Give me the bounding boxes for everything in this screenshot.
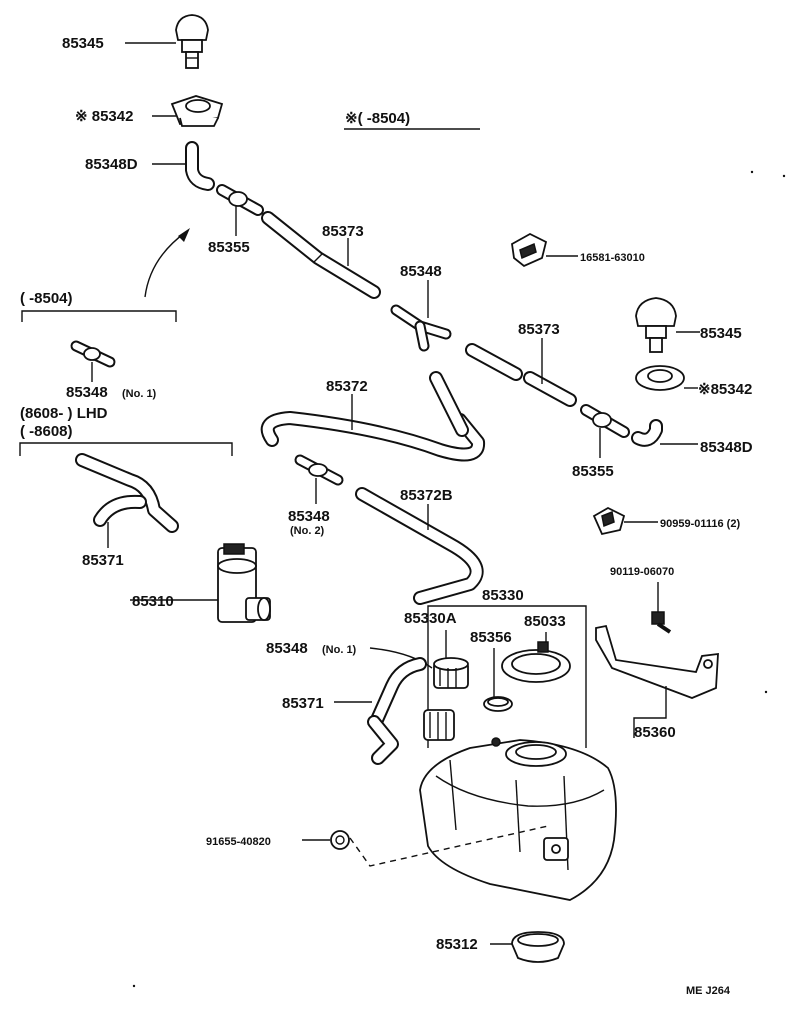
lhd-note-to: ( -8608) xyxy=(20,423,73,440)
strainer-drawing xyxy=(423,709,455,741)
connector-85348-no1-drawing xyxy=(70,340,116,368)
ring-85356-drawing xyxy=(483,696,513,712)
label-85356: 85356 xyxy=(470,629,512,646)
label-85310: 85310 xyxy=(132,593,174,610)
grommet-85342-right-drawing xyxy=(635,365,685,391)
applicability-note-top: ※( -8504) xyxy=(345,110,410,127)
elbow-85348D-right-drawing xyxy=(631,419,663,447)
label-85345-top: 85345 xyxy=(62,35,104,52)
hose-85371-a-drawing xyxy=(75,453,179,533)
tank-85330-drawing xyxy=(419,737,617,901)
label-85360: 85360 xyxy=(634,724,676,741)
hose-85372-drawing xyxy=(260,371,485,462)
applicability-note-left: ( -8504) xyxy=(20,290,73,307)
scan-speck xyxy=(782,174,786,178)
scan-speck xyxy=(132,984,136,988)
clamp-16581-drawing xyxy=(511,232,548,268)
diagram-code: ME J264 xyxy=(686,985,731,997)
leader-85360 xyxy=(633,686,667,738)
label-90959: 90959-01116 (2) xyxy=(660,518,740,530)
label-85372: 85372 xyxy=(326,378,368,395)
hose-85373-b-drawing xyxy=(465,343,577,407)
nozzle-85345-right-drawing xyxy=(635,297,677,353)
nut-91655-drawing xyxy=(330,830,350,850)
label-90119: 90119-06070 xyxy=(610,566,674,578)
label-85330: 85330 xyxy=(482,587,524,604)
leader-85348-no1b xyxy=(369,647,433,669)
label-85033: 85033 xyxy=(524,613,566,630)
bracket-applic-left xyxy=(21,310,177,322)
scan-speck xyxy=(764,690,768,694)
grommet-85312-drawing xyxy=(511,931,565,963)
bracket-85330 xyxy=(427,605,587,748)
check-valve-85355-right-drawing xyxy=(580,404,630,438)
connector-85348-no2-drawing xyxy=(294,454,344,486)
label-85372B: 85372B xyxy=(400,487,453,504)
label-85345-right: 85345 xyxy=(700,325,742,342)
y-connector-85348-drawing xyxy=(390,304,452,352)
lhd-note-from: (8608- ) LHD xyxy=(20,405,108,422)
elbow-85348D-top-drawing xyxy=(185,141,215,191)
label-85348D-right: 85348D xyxy=(700,439,753,456)
scan-speck xyxy=(750,170,754,174)
hose-85372B-drawing xyxy=(355,487,484,605)
grommet-85342-top-drawing xyxy=(170,95,224,127)
label-85348-no1-note: (No. 1) xyxy=(122,388,157,400)
hose-85371-b-drawing xyxy=(367,657,427,765)
label-85348-no1b-note: (No. 1) xyxy=(322,644,357,656)
reference-arrowhead xyxy=(178,228,190,242)
bracket-lhd xyxy=(19,442,233,456)
label-85348D-top: 85348D xyxy=(85,156,138,173)
bracket-85360-drawing xyxy=(595,624,719,699)
label-85373-b: 85373 xyxy=(518,321,560,338)
label-85348-no2-note: (No. 2) xyxy=(290,525,325,537)
label-85342-right: ※85342 xyxy=(698,381,752,398)
gasket-85033-drawing xyxy=(501,641,571,683)
cap-85330A-drawing xyxy=(433,657,469,689)
label-85348-no2: 85348 xyxy=(288,508,330,525)
label-85355-right: 85355 xyxy=(572,463,614,480)
reference-arrow xyxy=(144,231,187,298)
label-85312: 85312 xyxy=(436,936,478,953)
label-91655: 91655-40820 xyxy=(206,836,271,848)
label-85348-no1: 85348 xyxy=(66,384,108,401)
pump-85310-drawing xyxy=(217,543,271,623)
label-85348-mid: 85348 xyxy=(400,263,442,280)
label-85330A: 85330A xyxy=(404,610,457,627)
clip-90959-drawing xyxy=(592,506,626,536)
label-85373-a: 85373 xyxy=(322,223,364,240)
label-85371-b: 85371 xyxy=(282,695,324,712)
label-16581: 16581-63010 xyxy=(580,252,645,264)
label-85342-top: ※ 85342 xyxy=(75,108,133,125)
label-85355-left: 85355 xyxy=(208,239,250,256)
check-valve-85355-left-drawing xyxy=(216,184,264,216)
dashed-bolt-line xyxy=(349,825,549,867)
bolt-90119-drawing xyxy=(651,611,672,634)
label-85371-a: 85371 xyxy=(82,552,124,569)
nozzle-85345-top-drawing xyxy=(175,14,209,69)
label-85348-no1b: 85348 xyxy=(266,640,308,657)
hose-85373-a-drawing xyxy=(261,211,381,299)
